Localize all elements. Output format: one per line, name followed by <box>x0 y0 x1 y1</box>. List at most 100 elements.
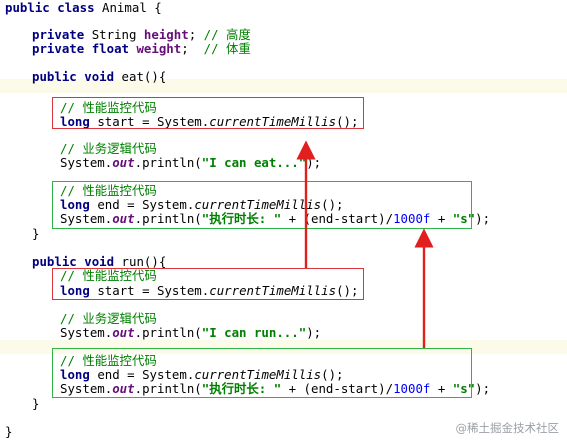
comment-monitor: // 性能监控代码 <box>60 183 157 198</box>
code-line-println-duration[interactable]: System.out.println("执行时长: " + (end-start… <box>60 211 490 227</box>
string-s: "s" <box>452 381 476 396</box>
call-end: (); <box>336 283 359 298</box>
string-i-can-eat: "I can eat..." <box>201 155 307 170</box>
field-out: out <box>112 381 135 396</box>
method-current-time-millis: currentTimeMillis <box>209 114 337 129</box>
code-line-monitor-comment[interactable]: // 性能监控代码 <box>60 268 157 284</box>
code-line-monitor-comment[interactable]: // 性能监控代码 <box>60 183 157 199</box>
code-line-class-declaration[interactable]: public class Animal { <box>5 0 162 16</box>
println-close: ); <box>306 325 322 340</box>
comment-height: // 高度 <box>203 27 251 42</box>
println-close: ); <box>475 211 491 226</box>
keyword-public: public <box>32 69 77 84</box>
println: .println( <box>134 211 202 226</box>
comment-monitor: // 性能监控代码 <box>60 268 157 283</box>
class-name: Animal <box>102 0 147 15</box>
code-line-long-start[interactable]: long start = System.currentTimeMillis(); <box>60 283 358 299</box>
string-exec-time: "执行时长: " <box>201 211 282 226</box>
keyword-long: long <box>60 283 90 298</box>
code-line-run-close[interactable]: } <box>32 396 39 412</box>
line-highlight <box>0 79 567 93</box>
assign-system: = System. <box>127 197 195 212</box>
keyword-void: void <box>84 69 115 84</box>
semicolon: ; <box>181 41 189 56</box>
code-line-business-comment[interactable]: // 业务逻辑代码 <box>60 141 157 157</box>
assign-system: = System. <box>142 283 210 298</box>
keyword-class: class <box>57 0 95 15</box>
code-line-monitor-comment[interactable]: // 性能监控代码 <box>60 353 157 369</box>
comment-weight: // 体重 <box>203 41 251 56</box>
var-end: end <box>97 367 120 382</box>
keyword-long: long <box>60 367 90 382</box>
var-end: end <box>97 197 120 212</box>
method-current-time-millis: currentTimeMillis <box>209 283 337 298</box>
brace-close: } <box>5 424 13 439</box>
system: System. <box>60 211 113 226</box>
keyword-public: public <box>32 254 77 269</box>
keyword-private: private <box>32 27 85 42</box>
plus-expression: + (end-start)/ <box>281 381 394 396</box>
monitor-box-eat-end <box>52 181 472 229</box>
comment-business: // 业务逻辑代码 <box>60 141 157 156</box>
code-line-println-duration[interactable]: System.out.println("执行时长: " + (end-start… <box>60 381 490 397</box>
var-start: start <box>97 283 135 298</box>
keyword-long: long <box>60 197 90 212</box>
keyword-long: long <box>60 114 90 129</box>
call-end: (); <box>321 197 344 212</box>
system: System. <box>60 155 113 170</box>
number-1000f: 1000f <box>393 381 431 396</box>
code-line-eat-method[interactable]: public void eat(){ <box>32 69 166 85</box>
println-close: ); <box>475 381 491 396</box>
code-line-eat-close[interactable]: } <box>32 226 39 242</box>
plus: + <box>430 211 453 226</box>
code-line-println-run[interactable]: System.out.println("I can run..."); <box>60 325 321 341</box>
comment-business: // 业务逻辑代码 <box>60 311 157 326</box>
method-run: run(){ <box>121 254 167 269</box>
code-line-monitor-comment[interactable]: // 性能监控代码 <box>60 100 157 116</box>
plus-expression: + (end-start)/ <box>281 211 394 226</box>
string-s: "s" <box>452 211 476 226</box>
method-current-time-millis: currentTimeMillis <box>194 367 322 382</box>
println: .println( <box>134 381 202 396</box>
code-line-class-close[interactable]: } <box>5 424 12 440</box>
system: System. <box>60 381 113 396</box>
assign-system: = System. <box>142 114 210 129</box>
code-line-height-field[interactable]: private String height; // 高度 <box>32 27 251 43</box>
code-line-println-eat[interactable]: System.out.println("I can eat..."); <box>60 155 321 171</box>
code-line-business-comment[interactable]: // 业务逻辑代码 <box>60 311 157 327</box>
code-line-long-start[interactable]: long start = System.currentTimeMillis(); <box>60 114 358 130</box>
string-i-can-run: "I can run..." <box>201 325 307 340</box>
code-line-long-end[interactable]: long end = System.currentTimeMillis(); <box>60 367 344 383</box>
call-end: (); <box>336 114 359 129</box>
monitor-box-run-end <box>52 348 472 398</box>
comment-monitor: // 性能监控代码 <box>60 353 157 368</box>
code-line-run-method[interactable]: public void run(){ <box>32 254 166 270</box>
var-start: start <box>97 114 135 129</box>
call-end: (); <box>321 367 344 382</box>
keyword-private: private <box>32 41 85 56</box>
type-string: String <box>91 27 137 42</box>
comment-monitor: // 性能监控代码 <box>60 100 157 115</box>
keyword-void: void <box>84 254 115 269</box>
plus: + <box>430 381 453 396</box>
field-out: out <box>112 211 135 226</box>
println: .println( <box>134 325 202 340</box>
println: .println( <box>134 155 202 170</box>
keyword-public: public <box>5 0 50 15</box>
watermark: @稀土掘金技术社区 <box>455 421 560 435</box>
string-exec-time: "执行时长: " <box>201 381 282 396</box>
code-line-weight-field[interactable]: private float weight; // 体重 <box>32 41 251 57</box>
monitor-box-run-start <box>52 268 364 300</box>
code-line-long-end[interactable]: long end = System.currentTimeMillis(); <box>60 197 344 213</box>
field-out: out <box>112 155 135 170</box>
number-1000f: 1000f <box>393 211 431 226</box>
field-weight: weight <box>136 41 182 56</box>
keyword-float: float <box>91 41 129 56</box>
monitor-box-eat-start <box>52 97 364 129</box>
field-out: out <box>112 325 135 340</box>
line-highlight <box>0 340 567 354</box>
brace-open: { <box>154 0 162 15</box>
semicolon: ; <box>188 27 197 42</box>
field-height: height <box>143 27 189 42</box>
assign-system: = System. <box>127 367 195 382</box>
